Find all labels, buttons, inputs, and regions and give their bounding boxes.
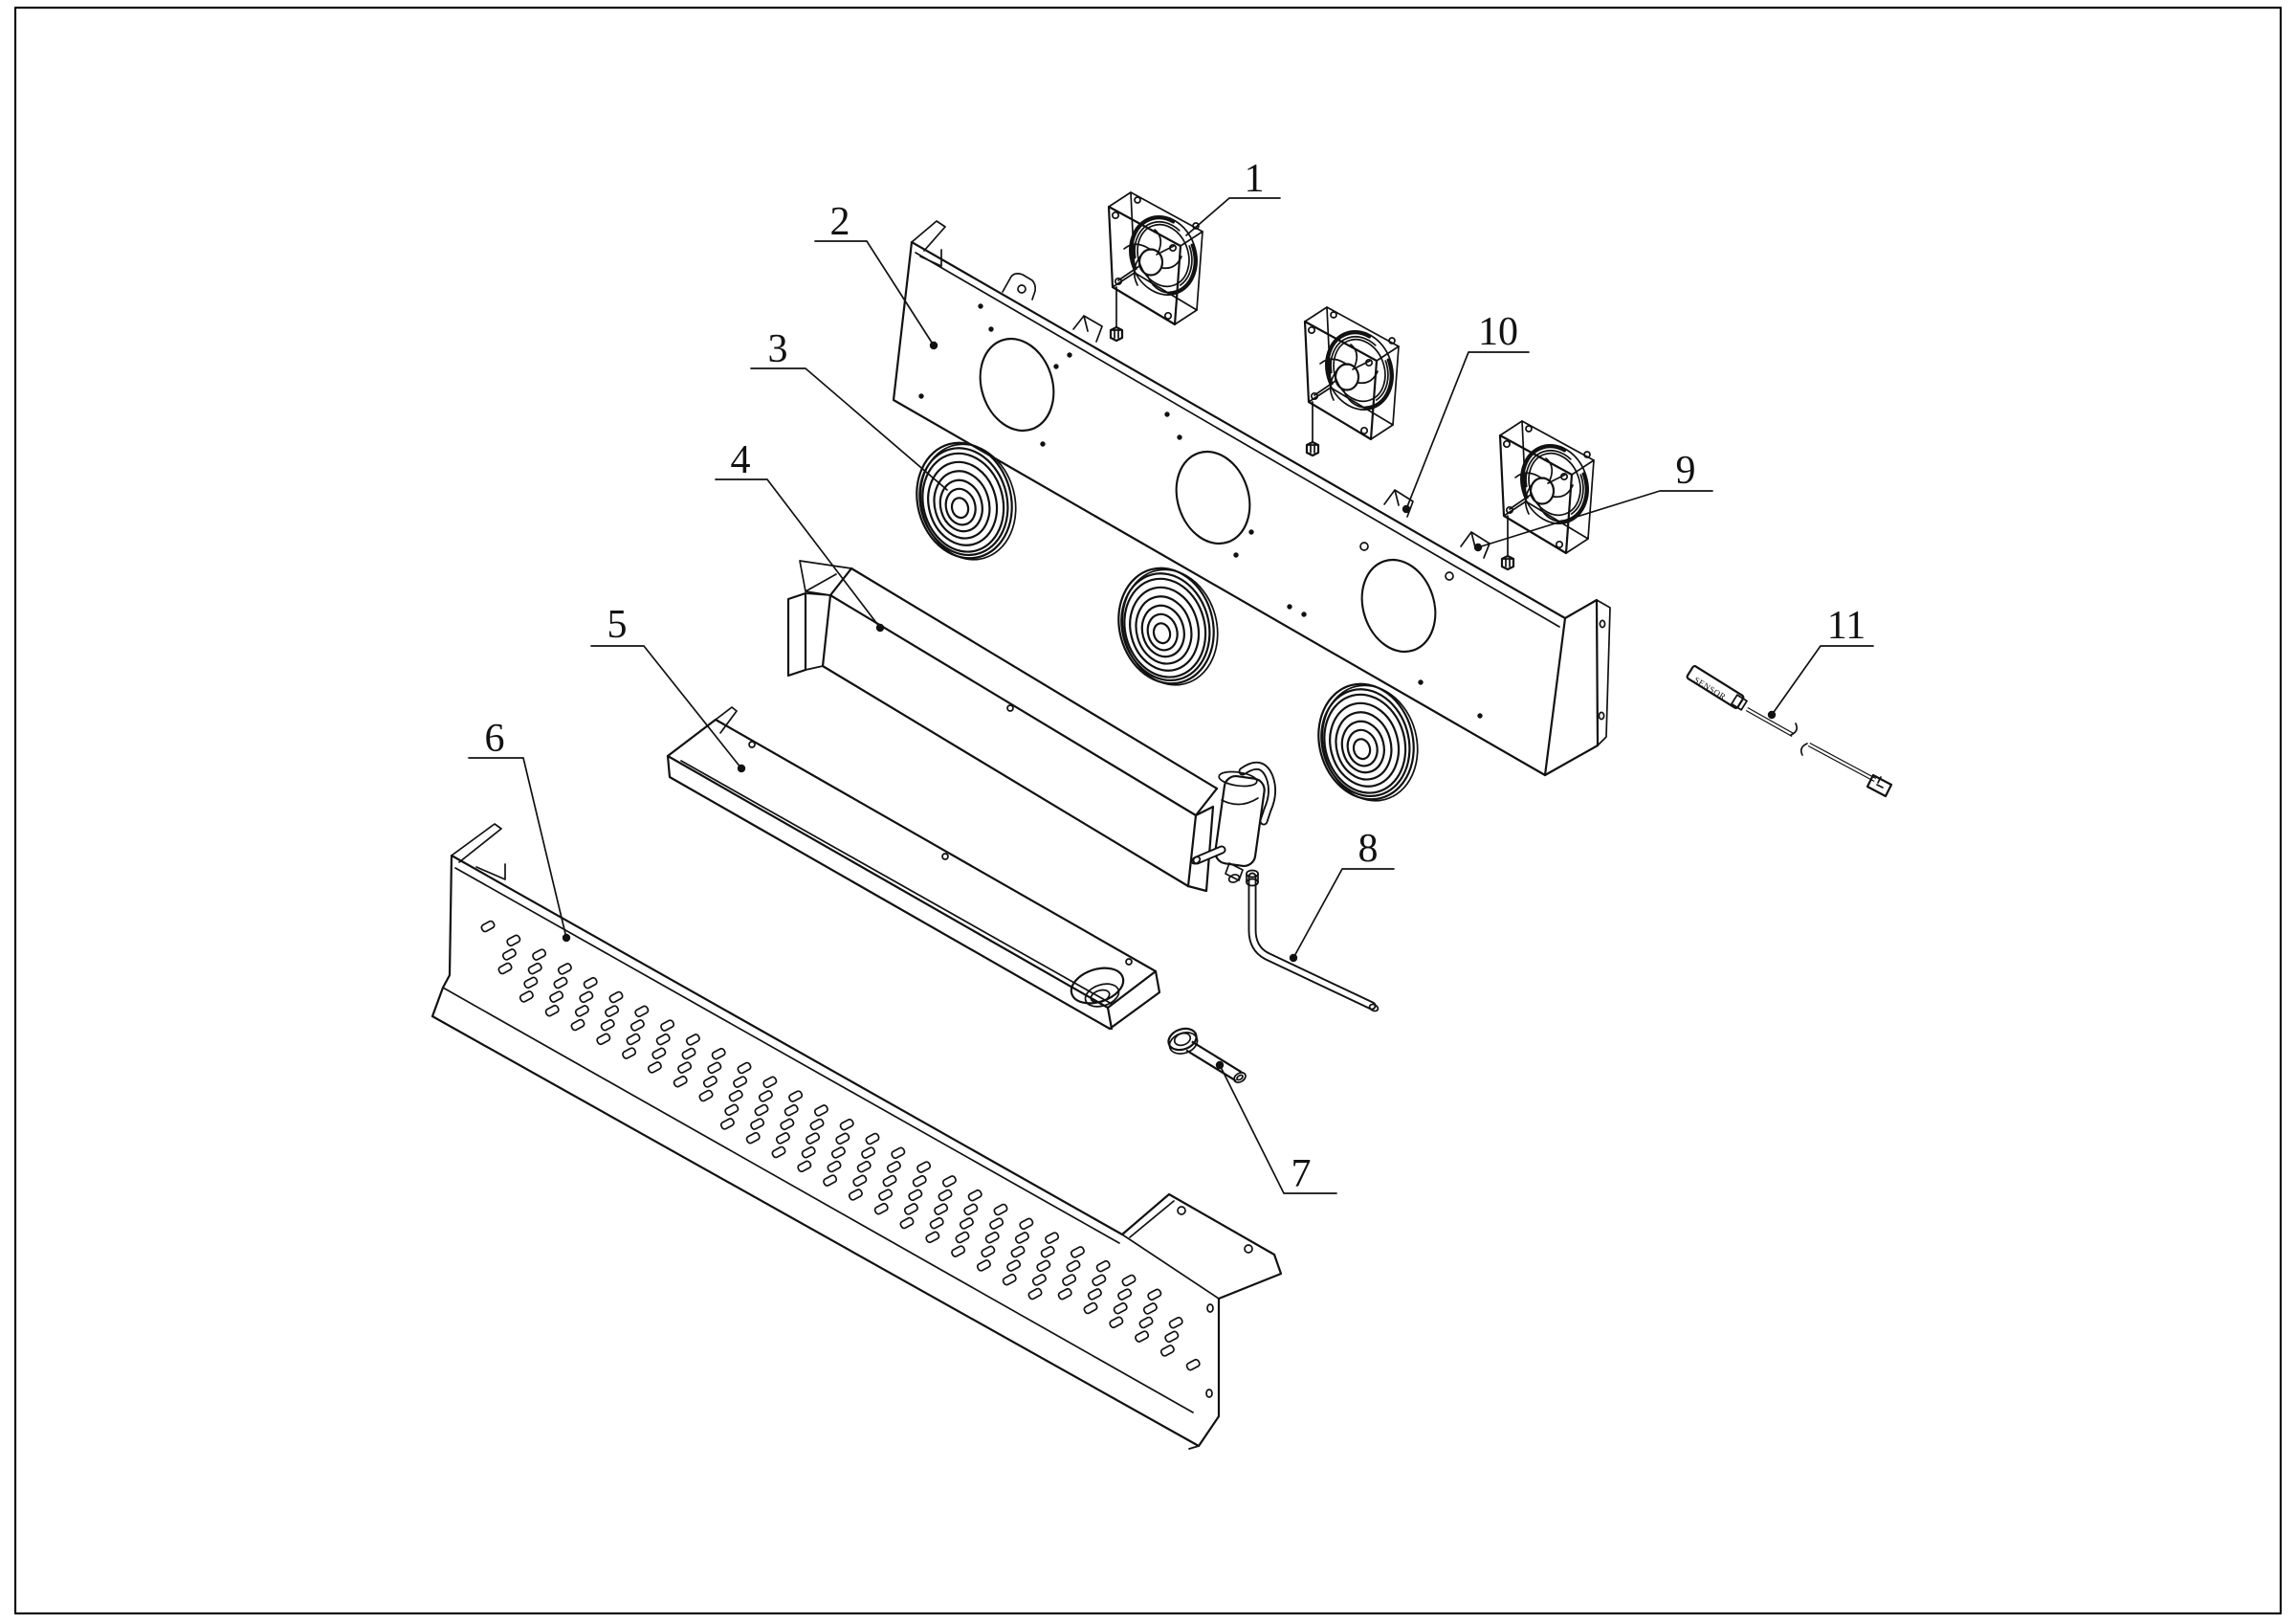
leader-line-11 bbox=[1771, 645, 1874, 716]
duct-right-end-plate bbox=[1186, 805, 1215, 893]
duct-left-end-plate bbox=[786, 591, 807, 678]
callout-label-2: 2 bbox=[830, 200, 850, 244]
panel-end-flange bbox=[1596, 599, 1611, 746]
leader-line-7 bbox=[1219, 1064, 1337, 1194]
part-mounting-panel bbox=[892, 220, 1611, 777]
part-drain-tube bbox=[1167, 1027, 1247, 1083]
fan-grille-2 bbox=[1117, 567, 1219, 686]
leader-line-6 bbox=[468, 757, 567, 939]
callout-label-5: 5 bbox=[607, 603, 628, 647]
leader-dot-5 bbox=[737, 764, 746, 773]
fan-grille-3 bbox=[1317, 682, 1419, 802]
leader-dot-8 bbox=[1289, 953, 1298, 963]
leader-dot-9 bbox=[1473, 543, 1483, 552]
duct-inlet-flange bbox=[799, 560, 852, 596]
sensor-label: SENSOR bbox=[1692, 675, 1728, 701]
leader-line-2 bbox=[814, 240, 935, 346]
callout-label-4: 4 bbox=[731, 438, 751, 482]
fan-3 bbox=[1498, 419, 1601, 555]
tray-drain-grommet bbox=[1070, 967, 1125, 1008]
callout-label-11: 11 bbox=[1827, 604, 1866, 648]
fan-screw-2 bbox=[1305, 400, 1320, 457]
fan-grille-1 bbox=[916, 441, 1017, 561]
fan-2 bbox=[1303, 305, 1405, 441]
cable-connector bbox=[1866, 773, 1893, 798]
leader-line-3 bbox=[750, 367, 948, 491]
leader-dot-6 bbox=[562, 933, 571, 943]
tray-corner-tab bbox=[715, 706, 738, 734]
callout-label-10: 10 bbox=[1478, 310, 1518, 354]
part-perforated-panel bbox=[430, 823, 1283, 1450]
panel-edge-tab bbox=[1072, 315, 1103, 343]
panel-corner-tab bbox=[911, 220, 946, 252]
leader-dot-7 bbox=[1215, 1060, 1225, 1070]
leader-line-10 bbox=[1405, 351, 1530, 510]
accumulator-dryer bbox=[1190, 761, 1277, 883]
fan-1 bbox=[1107, 190, 1209, 326]
panel-edge-tab bbox=[1002, 273, 1037, 300]
leader-line-8 bbox=[1292, 868, 1395, 959]
fan-cutout-hole bbox=[979, 337, 1055, 433]
fan-screw-3 bbox=[1500, 514, 1515, 571]
leader-dot-11 bbox=[1767, 710, 1777, 720]
panel6-corner-tab bbox=[451, 823, 502, 863]
part-bent-pipe bbox=[1246, 869, 1380, 1012]
callout-label-1: 1 bbox=[1245, 157, 1265, 201]
leader-line-1 bbox=[1185, 197, 1281, 236]
part-coil-duct bbox=[786, 560, 1277, 893]
leader-dot-10 bbox=[1402, 504, 1411, 514]
leader-dot-4 bbox=[875, 623, 885, 633]
callouts-layer: 1 2 3 4 5 6 7 8 9 10 11 bbox=[468, 157, 1874, 1196]
callout-label-7: 7 bbox=[1292, 1152, 1312, 1196]
leader-line-4 bbox=[715, 478, 881, 629]
leader-line-9 bbox=[1477, 490, 1713, 548]
fan-cutout-hole bbox=[1360, 558, 1437, 654]
fan-cutout-hole bbox=[1175, 450, 1251, 545]
callout-label-3: 3 bbox=[768, 327, 788, 371]
panel-mounting-holes bbox=[918, 303, 1483, 719]
perforation-grid bbox=[480, 920, 1201, 1371]
leader-dot-2 bbox=[929, 341, 938, 350]
callout-label-9: 9 bbox=[1676, 449, 1696, 493]
leader-line-5 bbox=[590, 645, 742, 769]
part-sensor-cable: SENSOR bbox=[1686, 665, 1893, 798]
panel-edge-tab bbox=[1460, 531, 1490, 559]
part-drain-tray bbox=[666, 706, 1161, 1031]
drawing-border bbox=[13, 6, 2283, 1615]
callout-label-8: 8 bbox=[1358, 827, 1379, 871]
callout-label-6: 6 bbox=[485, 717, 505, 761]
fan-screw-1 bbox=[1109, 285, 1124, 343]
